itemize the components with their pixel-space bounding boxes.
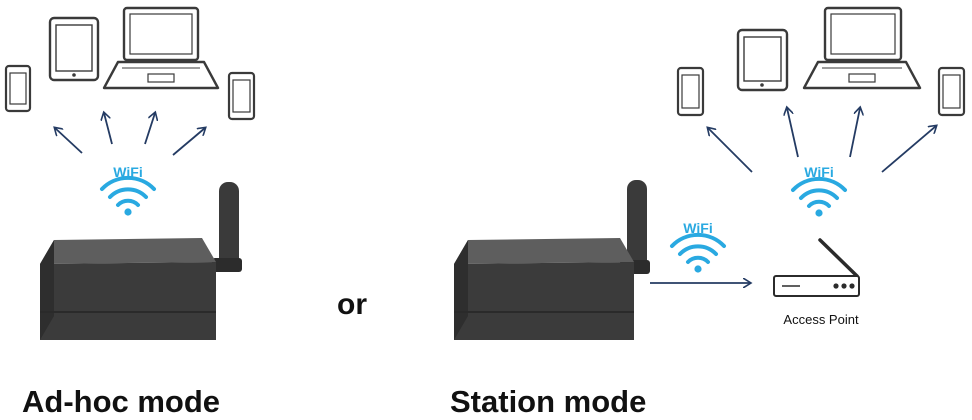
access-point-router-icon	[773, 238, 860, 297]
signal-arrow	[708, 128, 753, 173]
wifi-signal-icon	[791, 176, 847, 219]
signal-arrow	[172, 128, 205, 156]
tablet-icon	[736, 28, 789, 92]
wifi-label: WiFi	[113, 164, 142, 180]
station-mode-title: Station mode	[450, 384, 646, 419]
phone-icon	[4, 64, 32, 113]
access-point-label: Access Point	[783, 312, 859, 327]
signal-arrow	[144, 113, 155, 145]
phone-icon	[676, 66, 705, 117]
wifi-signal-icon	[670, 232, 726, 275]
tablet-icon	[48, 16, 100, 82]
wifi-label: WiFi	[804, 164, 833, 180]
station-panel: WiFi Access Point WiFi	[454, 6, 966, 340]
gateway-box-icon	[40, 182, 242, 340]
gateway-box-icon	[454, 180, 650, 340]
laptop-icon	[102, 6, 220, 90]
laptop-icon	[802, 6, 922, 90]
phone-icon	[937, 66, 966, 117]
or-separator: or	[337, 288, 367, 321]
phone-icon	[227, 71, 256, 121]
wifi-label: WiFi	[683, 220, 712, 236]
adhoc-panel: WiFi	[4, 6, 256, 340]
signal-arrow	[104, 113, 113, 145]
wifi-signal-icon	[100, 175, 156, 218]
adhoc-mode-title: Ad-hoc mode	[22, 384, 220, 419]
signal-arrow	[55, 128, 83, 154]
signal-arrow	[849, 108, 860, 158]
signal-arrow	[881, 126, 936, 173]
signal-arrow	[787, 108, 799, 158]
